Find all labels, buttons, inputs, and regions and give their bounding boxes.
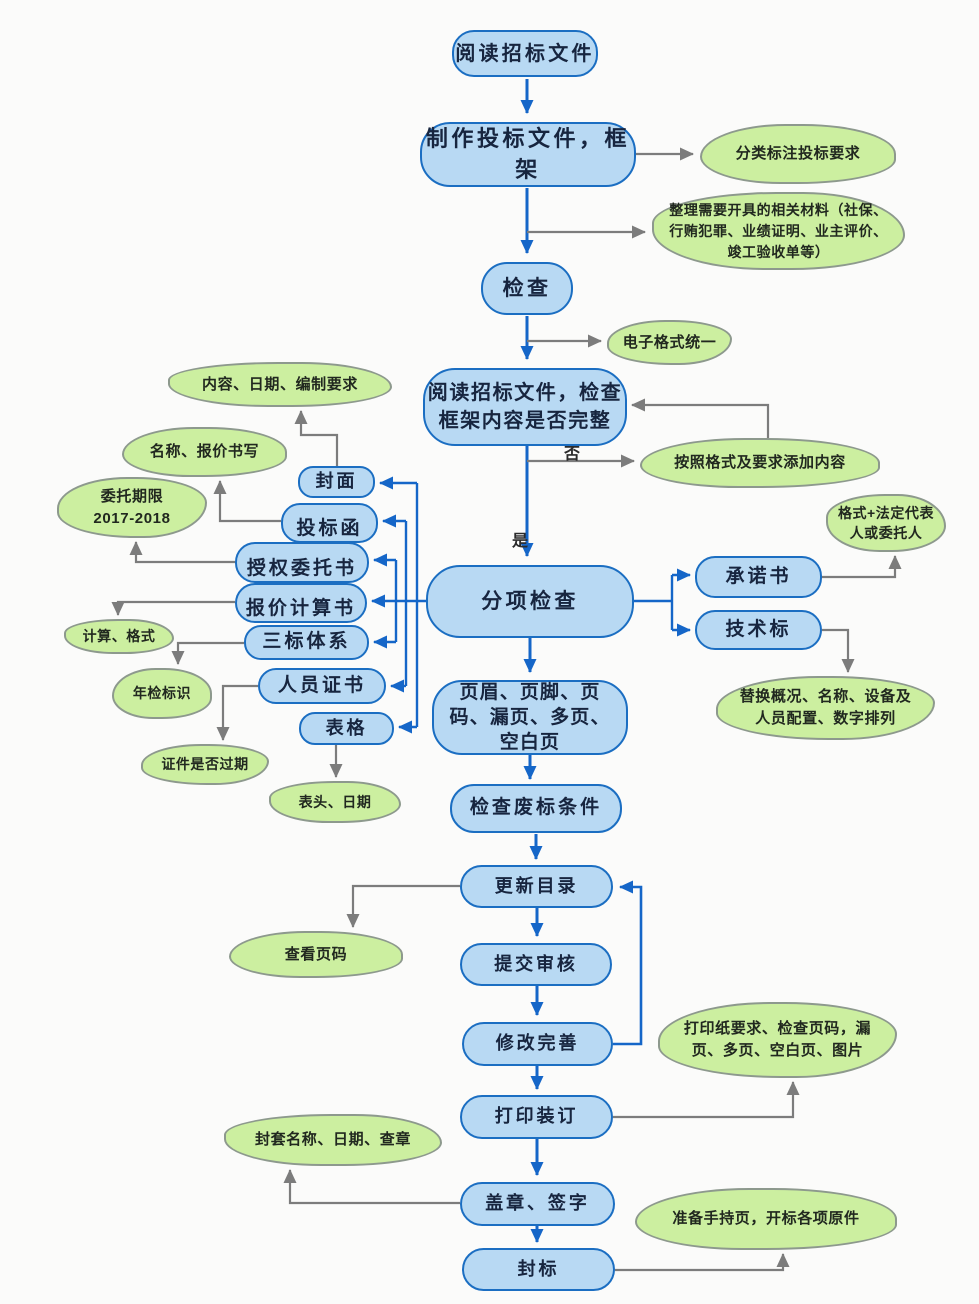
edge-quote-calc-to-calc-format xyxy=(111,600,235,616)
note-format-legal: 格式+法定代表 人或委托人 xyxy=(826,494,946,552)
note-prepare: 准备手持页，开标各项原件 xyxy=(635,1188,897,1250)
flow-node-item-check: 分项检查 xyxy=(426,565,634,638)
note-print-req: 打印纸要求、检查页码，漏 页、多页、空白页、图片 xyxy=(658,1002,897,1078)
flow-node-update-toc: 更新目录 xyxy=(460,865,613,908)
flow-node-make-bid: 制作投标文件，框架 xyxy=(420,122,636,187)
note-eformat: 电子格式统一 xyxy=(607,320,732,365)
label-no-branch: 否 xyxy=(564,446,581,463)
edge-promise-to-format-legal xyxy=(822,555,902,579)
sub-node-promise: 承诺书 xyxy=(695,556,822,598)
note-envelope: 封套名称、日期、查章 xyxy=(224,1114,442,1166)
label-yes-branch: 是 xyxy=(512,533,529,550)
note-header-date: 表头、日期 xyxy=(269,781,401,823)
flow-node-read-tender: 阅读招标文件 xyxy=(452,30,598,77)
note-materials: 整理需要开具的相关材料（社保、 行贿犯罪、业绩证明、业主评价、 竣工验收单等） xyxy=(652,192,905,270)
edge-personnel-cert-to-cert-expired xyxy=(216,684,258,741)
note-calc-format: 计算、格式 xyxy=(64,619,174,654)
right-fan-edges xyxy=(634,568,691,637)
note-cert-expired: 证件是否过期 xyxy=(141,744,269,785)
note-name-quote: 名称、报价书写 xyxy=(122,427,287,477)
edge-three-system-to-annual-mark xyxy=(171,641,244,665)
flow-node-stamp-sign: 盖章、签字 xyxy=(460,1182,615,1226)
note-classify: 分类标注投标要求 xyxy=(700,124,896,184)
sub-node-forms: 表格 xyxy=(299,712,394,745)
sub-node-power-of-attorney: 授权委托书 xyxy=(235,542,369,583)
note-entrust-period: 委托期限 2017-2018 xyxy=(57,477,207,538)
flow-node-read-check: 阅读招标文件，检查 框架内容是否完整 xyxy=(423,368,627,446)
note-annual-mark: 年检标识 xyxy=(112,668,212,719)
note-view-pages: 查看页码 xyxy=(229,931,403,978)
edge-bid-letter-to-name-quote xyxy=(213,480,281,523)
sub-node-cover: 封面 xyxy=(298,466,375,498)
flow-node-submit-review: 提交审核 xyxy=(460,943,612,986)
sub-node-tech-bid: 技术标 xyxy=(695,610,822,650)
note-add-content: 按照格式及要求添加内容 xyxy=(640,438,880,488)
edge-stamp-sign-to-envelope xyxy=(283,1169,460,1205)
note-replace: 替换概况、名称、设备及 人员配置、数字排列 xyxy=(716,676,935,740)
edge-revise-back-to-update-toc xyxy=(613,880,643,1046)
edge-poa-to-entrust-period xyxy=(129,541,235,564)
edge-tech-bid-to-replace xyxy=(822,628,855,673)
edge-seal-bid-to-prepare xyxy=(615,1253,790,1272)
sub-node-bid-letter: 投标函 xyxy=(281,503,378,543)
flow-node-print-bind: 打印装订 xyxy=(460,1095,613,1139)
edge-update-toc-to-view-pages xyxy=(346,884,460,928)
flow-node-revise: 修改完善 xyxy=(462,1022,613,1066)
note-content-date: 内容、日期、编制要求 xyxy=(168,362,392,407)
edge-add-content-back-to-read-check xyxy=(631,398,770,438)
flow-node-invalid-bid: 检查废标条件 xyxy=(450,784,622,833)
flow-node-page-check: 页眉、页脚、页 码、漏页、多页、 空白页 xyxy=(432,680,628,755)
flow-node-seal-bid: 封标 xyxy=(462,1248,615,1291)
edge-cover-to-content-date xyxy=(294,410,339,466)
edge-print-bind-to-print-req xyxy=(613,1081,800,1119)
sub-node-personnel-cert: 人员证书 xyxy=(258,668,386,704)
sub-node-three-system: 三标体系 xyxy=(244,625,369,660)
sub-node-quote-calc: 报价计算书 xyxy=(235,583,367,623)
main-flow-edges xyxy=(520,79,643,1243)
flow-node-check: 检查 xyxy=(481,262,573,315)
